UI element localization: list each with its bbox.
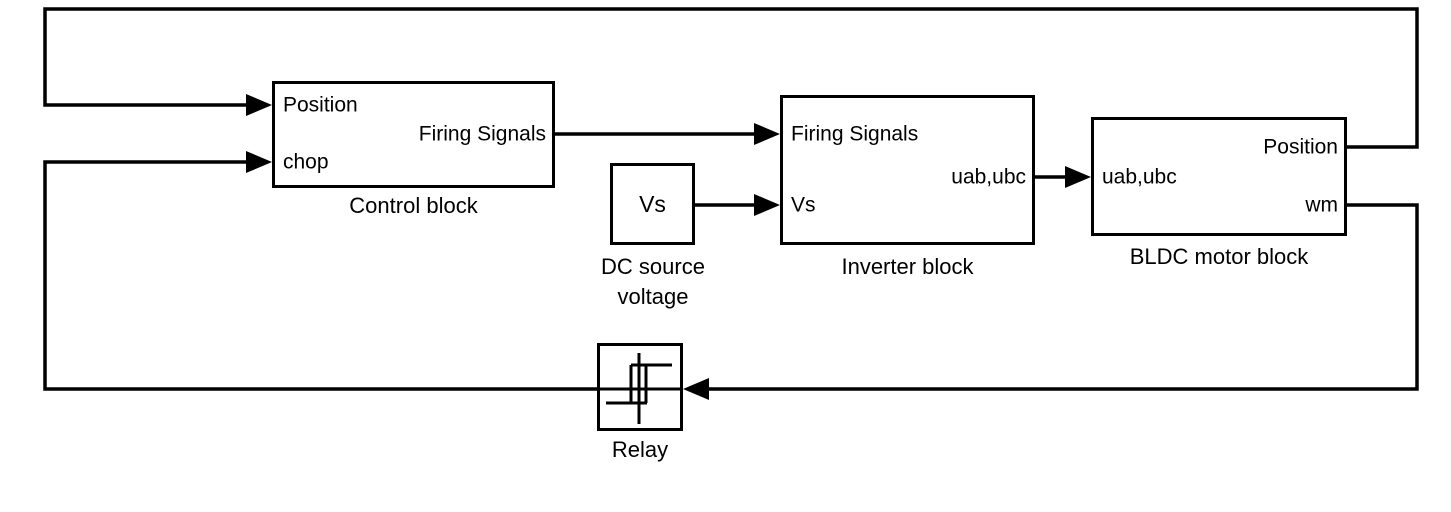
port-label-inverter-firing-signals: Firing Signals (791, 122, 919, 146)
block-name-dc-source-line1: DC source (601, 254, 705, 279)
arrowhead-position-in (246, 94, 272, 116)
arrowhead-chop-in (246, 151, 272, 173)
relay-icon (600, 353, 680, 424)
port-label-bldc-uab-ubc: uab,ubc (1102, 165, 1177, 189)
block-name-control: Control block (349, 193, 478, 218)
arrowhead-uab-in (1065, 166, 1091, 188)
port-label-bldc-position: Position (1263, 135, 1338, 159)
wire-vs[interactable] (695, 194, 780, 216)
arrowhead-vs-in (754, 194, 780, 216)
block-name-relay: Relay (611, 437, 669, 462)
block-name-dc-source: DC source voltage (553, 252, 753, 312)
block-relay[interactable] (597, 343, 683, 431)
block-inverter[interactable]: Firing Signals Vs uab,ubc (780, 95, 1035, 245)
wire-uab-ubc[interactable] (1035, 166, 1091, 188)
arrowhead-firing-in (754, 123, 780, 145)
wire-firing-signals[interactable] (555, 123, 780, 145)
port-label-inverter-uab-ubc: uab,ubc (951, 165, 1026, 189)
arrowhead-relay-in (683, 378, 709, 400)
block-control[interactable]: Position chop Firing Signals (272, 81, 555, 188)
port-label-control-position: Position (283, 93, 358, 117)
block-dc-source[interactable]: Vs (610, 163, 695, 245)
port-label-control-chop: chop (283, 150, 329, 174)
port-label-bldc-wm: wm (1305, 193, 1338, 217)
block-name-bldc-motor: BLDC motor block (1129, 244, 1309, 269)
dc-source-content: Vs (639, 190, 666, 217)
wire-wm-feedback[interactable] (683, 203, 1419, 400)
port-label-control-firing-signals: Firing Signals (418, 122, 546, 146)
wire-chop-feedback[interactable] (43, 151, 597, 391)
block-name-inverter: Inverter block (841, 254, 974, 279)
block-bldc-motor[interactable]: uab,ubc Position wm (1091, 117, 1347, 236)
wire-position-feedback[interactable] (43, 7, 1419, 149)
port-label-inverter-vs: Vs (791, 193, 816, 217)
block-name-dc-source-line2: voltage (617, 284, 689, 309)
